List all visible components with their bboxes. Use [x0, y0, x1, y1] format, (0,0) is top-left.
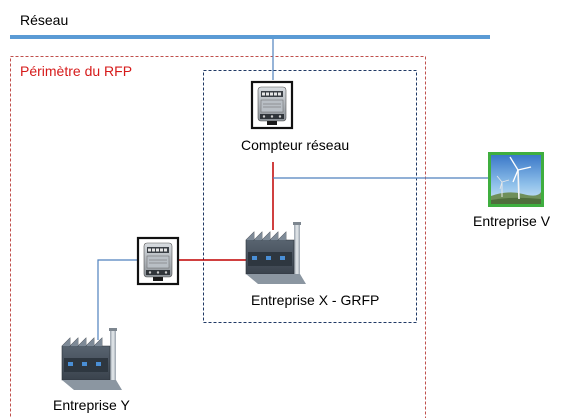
- network-label: Réseau: [20, 12, 69, 28]
- submeter-to-company-y-link: [97, 259, 138, 340]
- grfp-area-border: [203, 70, 417, 323]
- company-x-label: Entreprise X - GRFP: [251, 292, 380, 308]
- rfp-perimeter-border: [10, 56, 426, 418]
- network-meter-label: Compteur réseau: [241, 137, 350, 153]
- submeter-icon: [136, 236, 180, 286]
- perimeter-label: Périmètre du RFP: [20, 63, 133, 79]
- wind-turbine-icon: [488, 152, 544, 207]
- network-meter-icon: [250, 80, 294, 130]
- company-v-label: Entreprise V: [473, 213, 551, 229]
- network-bus-line: [10, 35, 490, 39]
- company-y-label: Entreprise Y: [53, 397, 130, 413]
- company-x-factory-icon: [245, 221, 307, 285]
- company-y-factory-icon: [61, 327, 123, 391]
